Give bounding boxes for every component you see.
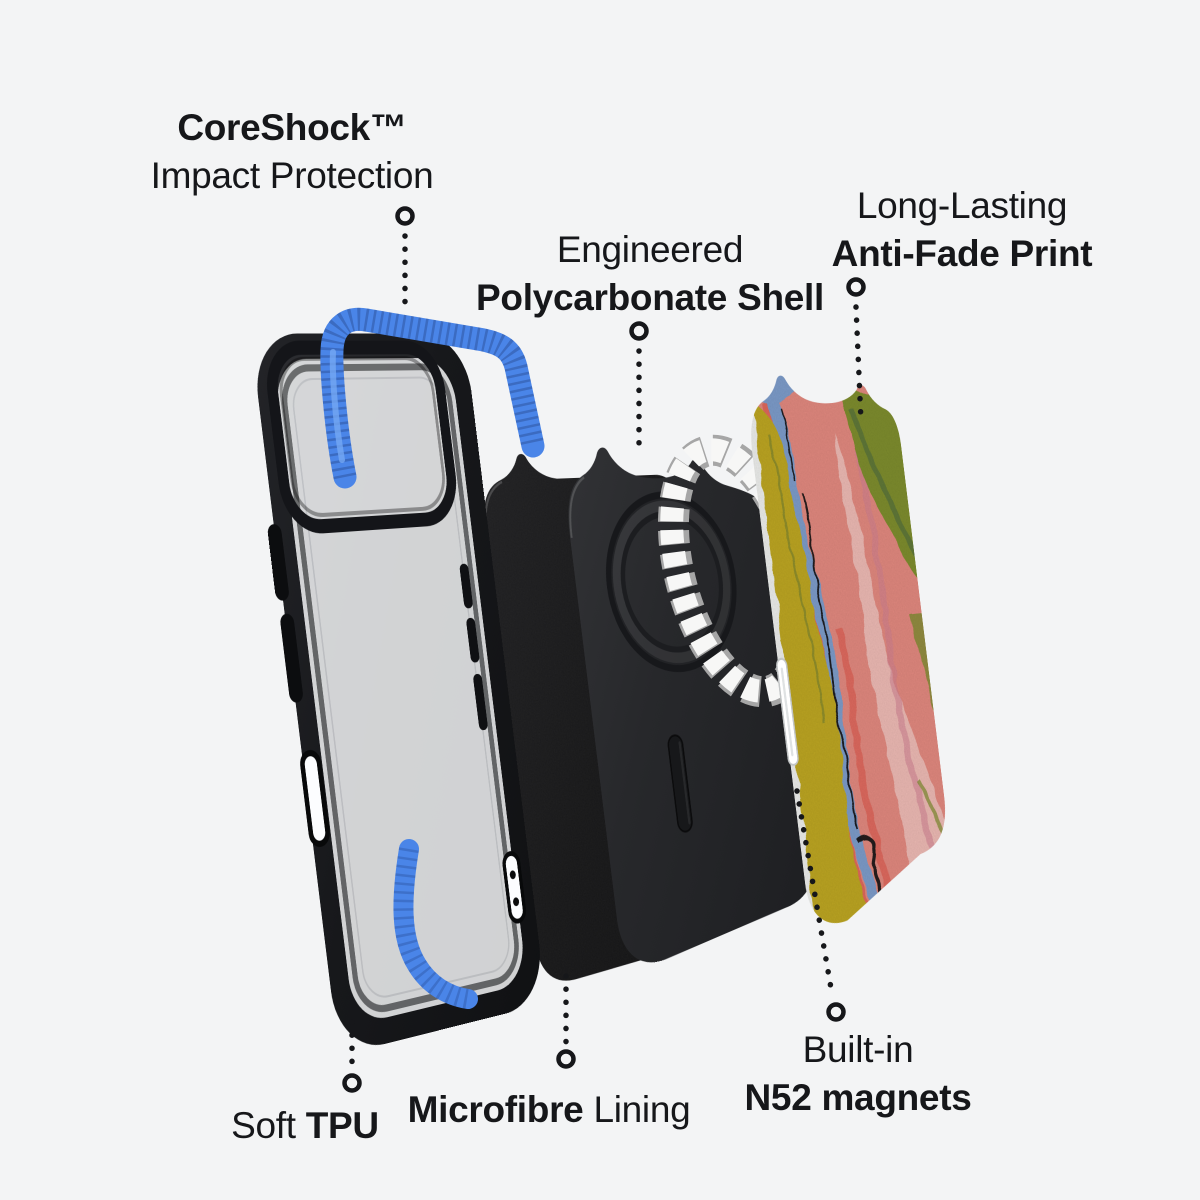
polycarbonate-title: Polycarbonate Shell — [476, 277, 824, 318]
tpu-pre: Soft — [231, 1105, 306, 1146]
microfibre-post: Lining — [583, 1089, 690, 1130]
antifade-pretitle: Long-Lasting — [857, 185, 1067, 226]
clear-case-layer — [250, 333, 546, 1055]
callout-microfibre: Microfibre Lining — [408, 1086, 691, 1134]
antifade-title: Anti-Fade Print — [832, 233, 1093, 274]
tpu-title: TPU — [306, 1105, 379, 1146]
polycarbonate-leader-line — [632, 324, 647, 447]
microfibre-leader-line — [559, 976, 574, 1067]
magnets-pretitle: Built-in — [803, 1029, 914, 1070]
callout-polycarbonate: Engineered Polycarbonate Shell — [476, 226, 824, 322]
callout-tpu: Soft TPU — [231, 1102, 379, 1150]
coreshock-leader-line — [398, 209, 413, 310]
magnets-title: N52 magnets — [744, 1077, 971, 1118]
callout-magnets: Built-in N52 magnets — [744, 1026, 971, 1122]
callout-coreshock: CoreShock™ Impact Protection — [151, 104, 434, 200]
microfibre-title: Microfibre — [408, 1089, 584, 1130]
coreshock-subtitle: Impact Protection — [151, 155, 434, 196]
callout-antifade: Long-Lasting Anti-Fade Print — [832, 182, 1093, 278]
polycarbonate-pretitle: Engineered — [557, 229, 743, 270]
coreshock-title: CoreShock™ — [177, 107, 406, 148]
